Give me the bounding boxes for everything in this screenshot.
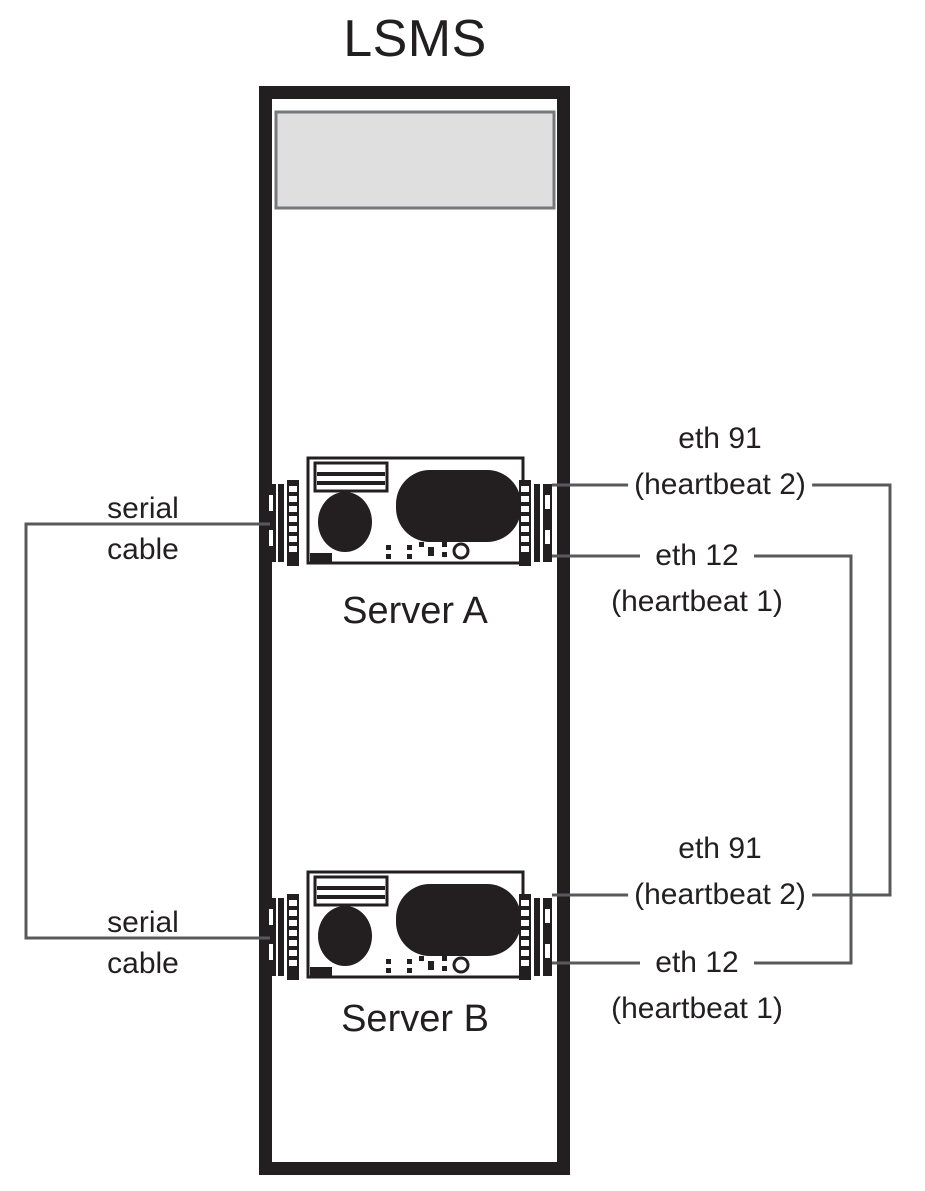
server-a-round-module xyxy=(318,492,372,552)
server-b-right-rail xyxy=(519,894,552,980)
server-b-label: Server B xyxy=(341,998,489,1040)
label-serial-a-line2: cable xyxy=(107,533,179,566)
label-serial-b-line2: cable xyxy=(107,947,179,980)
server-a-vent-block xyxy=(313,461,389,493)
serial-cable-link xyxy=(24,522,270,940)
server-b-left-rail xyxy=(267,894,299,980)
server-b-drive-bay xyxy=(396,884,521,956)
cabinet-frame xyxy=(259,86,570,1175)
server-a-drive-bay xyxy=(396,470,521,542)
server-a-right-rail xyxy=(519,480,552,566)
server-b-unit xyxy=(267,870,552,980)
server-a-indicator-leds xyxy=(386,542,470,560)
label-serial-a-line1: serial xyxy=(107,492,179,525)
label-eth12-a-role: (heartbeat 1) xyxy=(611,585,783,618)
label-serial-b-line1: serial xyxy=(107,906,179,939)
server-b-vent-block xyxy=(313,875,389,907)
top-gray-panel xyxy=(274,110,556,210)
heartbeat-2-link xyxy=(552,483,892,897)
label-eth12-b-role: (heartbeat 1) xyxy=(611,992,783,1025)
label-eth91-a-name: eth 91 xyxy=(678,422,762,455)
page-title: LSMS xyxy=(343,10,487,68)
heartbeat-1-link xyxy=(552,554,853,965)
server-b-indicator-leds xyxy=(386,956,470,974)
server-b-round-module xyxy=(318,906,372,966)
label-eth91-a-role: (heartbeat 2) xyxy=(628,470,812,500)
label-eth12-a-name: eth 12 xyxy=(649,541,745,571)
label-eth91-b-role: (heartbeat 2) xyxy=(628,880,812,910)
server-a-unit xyxy=(267,456,552,566)
server-a-left-rail xyxy=(267,480,299,566)
server-a-label: Server A xyxy=(342,590,488,632)
label-eth12-b-name: eth 12 xyxy=(649,948,745,978)
label-eth91-b-name: eth 91 xyxy=(678,832,762,865)
